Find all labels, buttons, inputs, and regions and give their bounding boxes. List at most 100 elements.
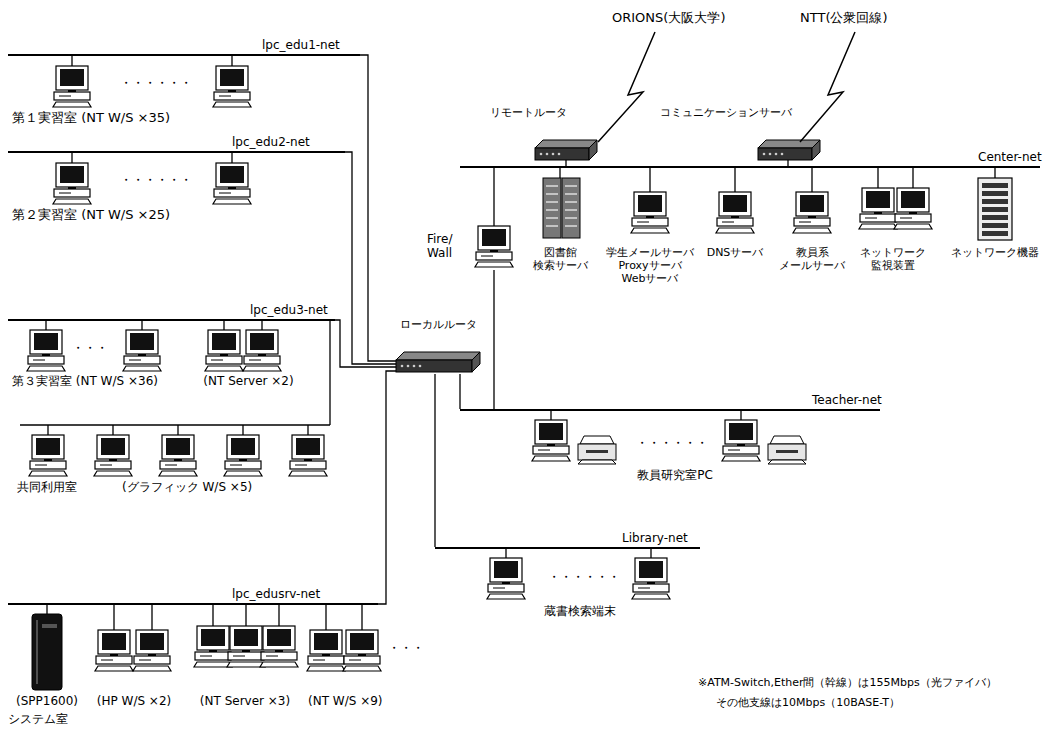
note: その他支線は10Mbps（10BASE-T） xyxy=(716,696,900,709)
computer-icon xyxy=(894,188,932,229)
network-segment: lpc_edu3-net xyxy=(8,319,335,321)
network-cable xyxy=(329,321,330,425)
network-label: ORIONS(大阪大学) xyxy=(612,10,725,26)
network-cable xyxy=(113,605,114,630)
network-cable xyxy=(212,605,213,626)
device-caption: Proxyサーバ xyxy=(618,259,681,272)
ellipsis: ・・・・・・ xyxy=(636,436,708,450)
device-caption: 教員系 メールサーバ xyxy=(779,246,845,272)
device-caption: 蔵書検索端末 xyxy=(544,604,616,618)
ellipsis: ・・・・・・ xyxy=(120,173,192,187)
computer-icon xyxy=(722,420,760,461)
computer-icon xyxy=(224,435,262,476)
device-caption: (NT W/S ×9) xyxy=(308,694,383,708)
computer-icon xyxy=(194,626,232,667)
network-cable xyxy=(811,168,812,192)
drop-wire xyxy=(361,605,362,630)
server: 学生メールサーバProxyサーバWebサーバ xyxy=(603,192,697,286)
network-cable xyxy=(45,321,46,330)
drop-wire xyxy=(740,411,741,420)
device-caption: 第２実習室 (NT W/S ×25) xyxy=(12,207,170,223)
network-cable xyxy=(559,168,560,178)
computer-icon xyxy=(53,66,91,107)
drop-wire xyxy=(112,425,113,435)
server: 教員系 メールサーバ xyxy=(776,192,848,272)
network-name: Center-net xyxy=(978,150,1042,164)
network-cable xyxy=(994,168,995,178)
local-router: ローカルルータ xyxy=(396,318,480,374)
network-cable xyxy=(335,320,396,367)
network-name: Library-net xyxy=(622,531,688,545)
server-group: (NT Server ×2) xyxy=(200,330,297,388)
server: DNSサーバ xyxy=(704,192,767,259)
server-group: (NT Server ×3) xyxy=(193,626,297,708)
computer-icon xyxy=(94,435,132,476)
network-cable xyxy=(493,270,494,409)
computer-icon xyxy=(532,420,570,461)
network-cable xyxy=(325,605,326,630)
room-label: システム室 xyxy=(8,712,68,726)
computer-icon xyxy=(631,192,669,233)
device-caption: コミュニケーションサーバ xyxy=(660,106,792,119)
computer-icon xyxy=(27,330,65,371)
device-caption: (HP W/S ×2) xyxy=(97,694,171,708)
network-cable xyxy=(550,411,551,420)
printer-icon xyxy=(768,436,806,464)
server-tower-icon xyxy=(543,178,561,238)
network-cable xyxy=(434,374,435,547)
computer-icon xyxy=(243,330,281,371)
drop-wire xyxy=(245,605,246,626)
computer-icon xyxy=(29,435,67,476)
network-name: lpc_edu1-net xyxy=(262,38,340,52)
device-caption: 第１実習室 (NT W/S ×35) xyxy=(12,110,170,126)
ellipsis: ・・・・・・ xyxy=(120,76,192,90)
drop-wire xyxy=(231,153,232,163)
router-icon xyxy=(535,140,597,160)
computer-icon xyxy=(227,626,265,667)
device-caption: 学生メールサーバ xyxy=(606,246,694,259)
drop-wire xyxy=(47,425,48,435)
network-cable xyxy=(734,168,735,192)
computer-icon xyxy=(793,192,831,233)
wan-link xyxy=(800,32,855,142)
device-caption: ネットワーク機器 xyxy=(951,246,1039,259)
network-cable xyxy=(459,374,460,409)
network-name: Teacher-net xyxy=(812,393,882,407)
computer-icon xyxy=(53,163,91,204)
network-segment: lpc_edusrv-net xyxy=(8,603,378,605)
drop-wire xyxy=(307,425,308,435)
computer-icon xyxy=(133,630,171,671)
computer-icon xyxy=(159,435,197,476)
device-caption: リモートルータ xyxy=(490,106,567,119)
terminal-group: 蔵書検索端末 xyxy=(485,558,675,618)
network-cable xyxy=(378,371,396,604)
network-cable xyxy=(71,153,72,163)
rack-icon xyxy=(978,178,1012,240)
computer-icon xyxy=(213,163,251,204)
computer-icon xyxy=(859,188,897,229)
computer-icon xyxy=(475,226,513,267)
network-cable xyxy=(71,56,72,66)
network-equipment: ネットワーク機器 xyxy=(948,178,1042,259)
drop-wire xyxy=(177,425,178,435)
device-caption: 共同利用室 xyxy=(17,480,77,494)
drop-wire xyxy=(231,56,232,66)
ellipsis: ・・・・・・ xyxy=(548,570,620,584)
network-name: lpc_edu2-net xyxy=(232,135,310,149)
network-label: NTT(公衆回線) xyxy=(800,10,888,26)
network-cable xyxy=(223,321,224,330)
drop-wire xyxy=(141,321,142,330)
network-segment: lpc_edu2-net xyxy=(8,151,345,153)
ellipsis: ・・・ xyxy=(388,641,424,655)
network-segment: Teacher-net xyxy=(460,409,880,411)
workstation-group: 共同利用室(グラフィック W/S ×5) xyxy=(15,425,335,494)
device-caption: 教員研究室PC xyxy=(637,468,713,482)
workstation-group: 第２実習室 (NT W/S ×25) xyxy=(10,163,260,223)
computer-icon xyxy=(205,330,243,371)
server-tower-icon xyxy=(562,178,580,238)
tower-icon xyxy=(32,614,62,690)
network-cable xyxy=(46,605,47,614)
device-caption: (NT Server ×3) xyxy=(200,694,290,708)
router-icon xyxy=(396,352,480,372)
computer-icon xyxy=(123,330,161,371)
